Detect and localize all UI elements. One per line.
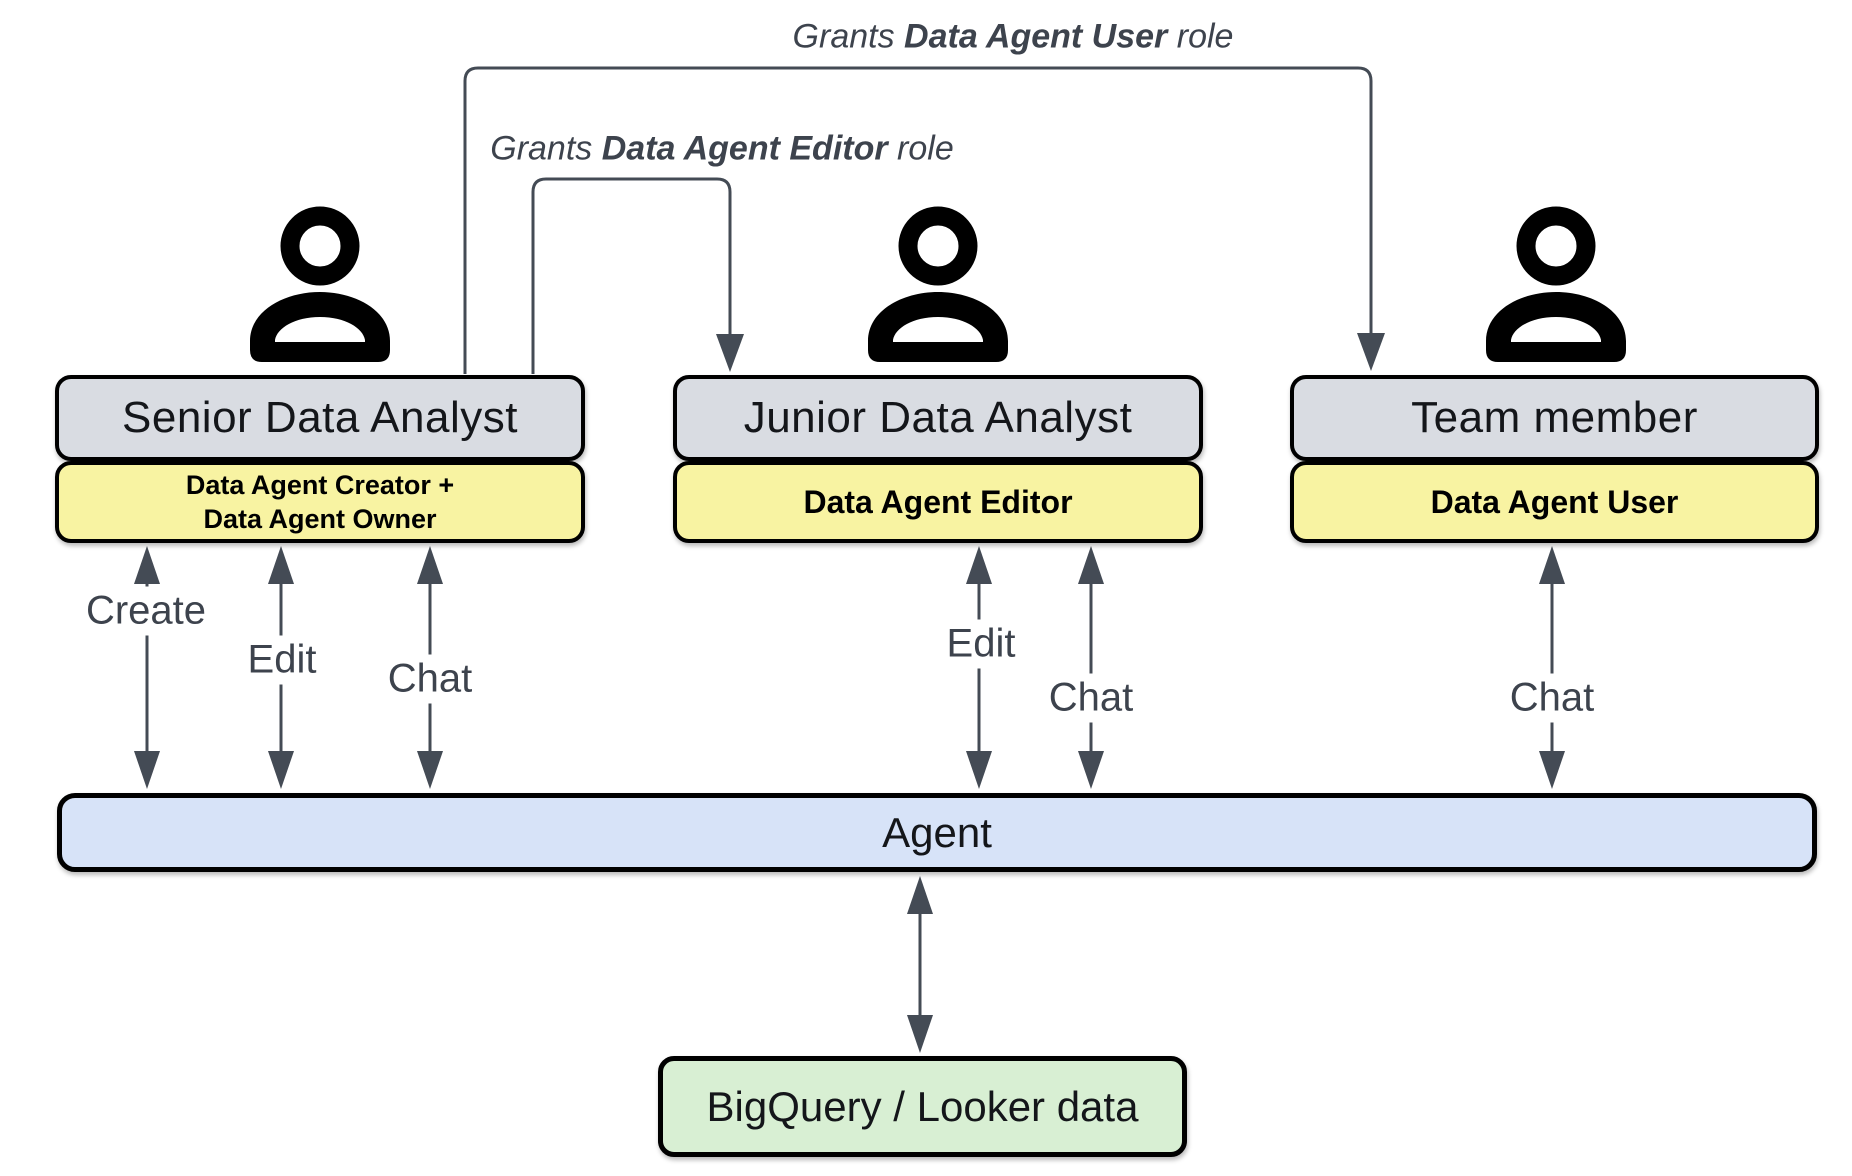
arrow-label-senior-chat: Chat bbox=[377, 654, 483, 704]
grant-user-connector bbox=[463, 66, 1385, 374]
actor-role-text: Data Agent Creator + Data Agent Owner bbox=[186, 468, 454, 536]
arrow-label-junior-edit: Edit bbox=[936, 619, 1026, 669]
actor-role-senior: Data Agent Creator + Data Agent Owner bbox=[55, 461, 585, 543]
grant-user-role: Data Agent User bbox=[904, 17, 1168, 56]
grant-user-label: Grants Data Agent User role bbox=[784, 17, 1242, 57]
actor-title-text: Senior Data Analyst bbox=[122, 393, 518, 442]
arrow-label-team-chat: Chat bbox=[1499, 673, 1605, 723]
person-icon-senior bbox=[240, 204, 400, 368]
actor-title-text: Junior Data Analyst bbox=[743, 393, 1133, 442]
grant-editor-prefix: Grants bbox=[490, 129, 602, 168]
actor-role-text: Data Agent User bbox=[1430, 483, 1679, 520]
role-line-1: Data Agent Creator + bbox=[185, 470, 455, 500]
grant-editor-connector bbox=[531, 177, 744, 374]
agent-box: Agent bbox=[57, 793, 1817, 872]
role-line-2: Data Agent Owner bbox=[203, 504, 437, 534]
datastore-box: BigQuery / Looker data bbox=[658, 1056, 1187, 1157]
arrow-junior-chat bbox=[1078, 546, 1104, 789]
arrow-label-senior-edit: Edit bbox=[237, 635, 327, 685]
actor-title-junior: Junior Data Analyst bbox=[673, 375, 1203, 461]
actor-title-team: Team member bbox=[1290, 375, 1819, 461]
actor-title-text: Team member bbox=[1411, 393, 1698, 442]
actor-role-team: Data Agent User bbox=[1290, 461, 1819, 543]
arrow-label-senior-create: Create bbox=[75, 586, 217, 636]
grant-user-suffix: role bbox=[1167, 17, 1234, 56]
grant-editor-role: Data Agent Editor bbox=[601, 129, 888, 168]
grant-editor-suffix: role bbox=[887, 129, 954, 168]
grant-editor-label: Grants Data Agent Editor role bbox=[482, 129, 962, 169]
arrow-senior-create bbox=[134, 546, 160, 789]
arrow-label-junior-chat: Chat bbox=[1038, 673, 1144, 723]
actor-role-text: Data Agent Editor bbox=[803, 483, 1073, 520]
agent-label: Agent bbox=[882, 808, 992, 856]
arrowhead-down-icon bbox=[716, 334, 744, 372]
arrow-team-chat bbox=[1539, 546, 1565, 789]
actor-title-senior: Senior Data Analyst bbox=[55, 375, 585, 461]
actor-role-junior: Data Agent Editor bbox=[673, 461, 1203, 543]
person-icon-team bbox=[1476, 204, 1636, 368]
grant-user-prefix: Grants bbox=[792, 17, 905, 56]
datastore-label: BigQuery / Looker data bbox=[706, 1082, 1139, 1130]
person-icon-junior bbox=[858, 204, 1018, 368]
arrow-agent-datastore bbox=[907, 876, 933, 1053]
arrowhead-down-icon bbox=[1357, 333, 1385, 371]
